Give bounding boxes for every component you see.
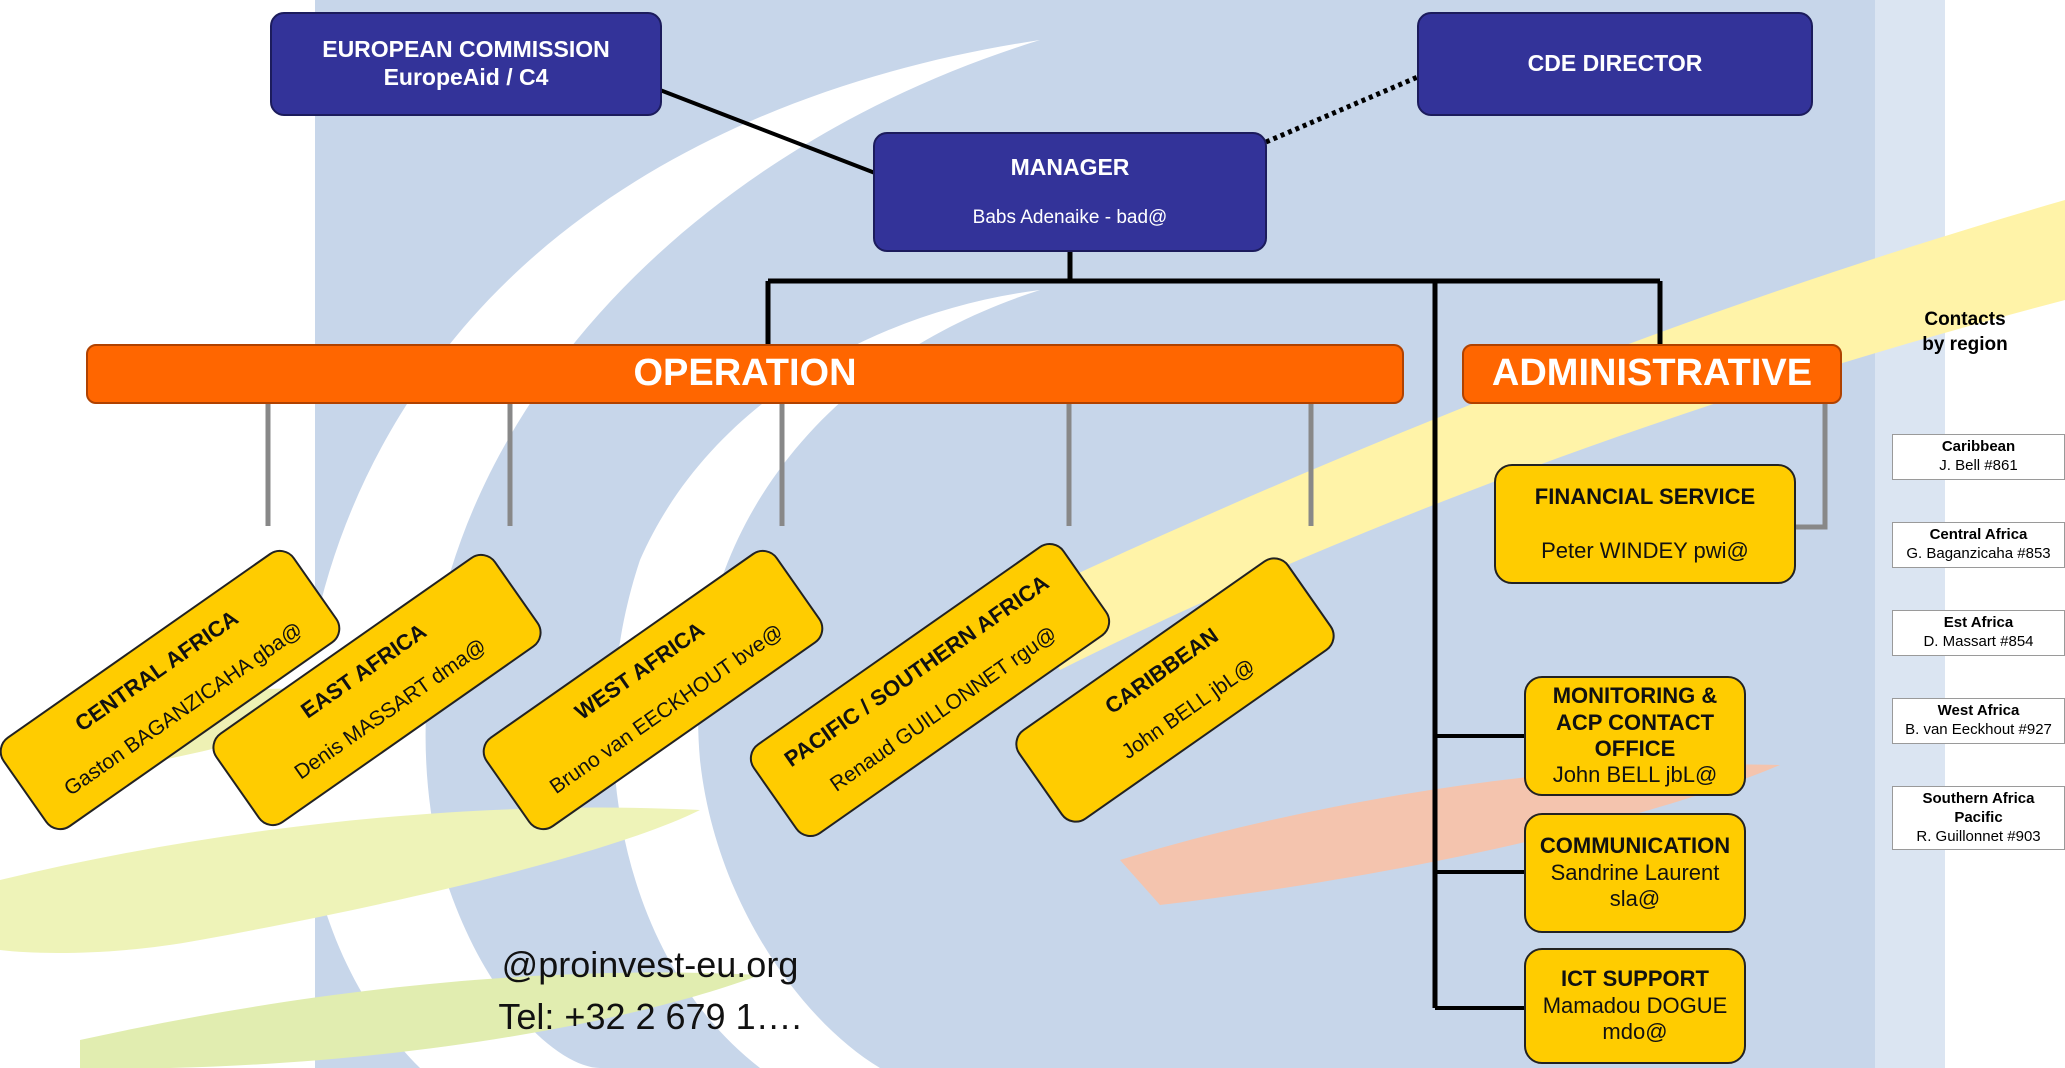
contact-region: Southern Africa [1922, 790, 2035, 807]
contacts-title-line1: Contacts [1924, 309, 2006, 330]
contact-person: B. van Eeckhout #927 [1905, 720, 2052, 738]
footer-email-domain: @proinvest-eu.org [501, 944, 799, 985]
contact-region: West Africa [1937, 702, 2020, 719]
contact-person: R. Guillonnet #903 [1916, 827, 2041, 845]
unit-contact-email: sla@ [1609, 886, 1661, 912]
ec-title: EUROPEAN COMMISSION [322, 36, 610, 63]
director-title: CDE DIRECTOR [1527, 50, 1703, 77]
unit-contact-email: mdo@ [1602, 1019, 1668, 1045]
manager-title: MANAGER [1010, 153, 1130, 180]
european-commission-box: EUROPEAN COMMISSION EuropeAid / C4 [270, 12, 662, 116]
contact-person: J. Bell #861 [1939, 456, 2018, 474]
ict-support-box: ICT SUPPORT Mamadou DOGUE mdo@ [1524, 948, 1746, 1064]
unit-contact-name: Sandrine Laurent [1550, 859, 1720, 885]
unit-contact: Peter WINDEY pwi@ [1541, 538, 1749, 563]
financial-service-box: FINANCIAL SERVICE Peter WINDEY pwi@ [1494, 464, 1796, 584]
contact-card-southern-africa-pacific: Southern Africa Pacific R. Guillonnet #9… [1892, 786, 2065, 851]
contact-region: Caribbean [1941, 438, 2016, 455]
contact-region: Est Africa [1943, 614, 2014, 631]
administrative-bar: ADMINISTRATIVE [1462, 344, 1842, 404]
unit-title-line1: MONITORING & [1552, 683, 1718, 709]
unit-contact: John BELL jbL@ [1552, 762, 1718, 788]
monitoring-box: MONITORING & ACP CONTACT OFFICE John BEL… [1524, 676, 1746, 796]
unit-title-line3: OFFICE [1594, 736, 1676, 761]
ec-subtitle: EuropeAid / C4 [383, 64, 549, 90]
contact-person: D. Massart #854 [1923, 632, 2034, 650]
unit-title: ICT SUPPORT [1561, 966, 1709, 992]
contact-card-west-africa: West Africa B. van Eeckhout #927 [1892, 698, 2065, 744]
manager-name: Babs Adenaike - bad@ [972, 207, 1168, 229]
communication-box: COMMUNICATION Sandrine Laurent sla@ [1524, 813, 1746, 933]
contact-region-2: Pacific [1954, 808, 2003, 826]
unit-title-line2: ACP CONTACT [1555, 709, 1715, 735]
contact-card-east-africa: Est Africa D. Massart #854 [1892, 610, 2065, 656]
footer-telephone: Tel: +32 2 679 1…. [498, 996, 802, 1037]
unit-contact-name: Mamadou DOGUE [1542, 992, 1728, 1018]
contact-card-central-africa: Central Africa G. Baganzicaha #853 [1892, 522, 2065, 568]
contacts-title: Contacts by region [1880, 308, 2050, 357]
administrative-label: ADMINISTRATIVE [1491, 352, 1813, 395]
unit-title: FINANCIAL SERVICE [1534, 483, 1756, 509]
contacts-title-line2: by region [1922, 333, 2008, 355]
operation-label: OPERATION [633, 352, 857, 395]
manager-box: MANAGER Babs Adenaike - bad@ [873, 132, 1267, 252]
contact-person: G. Baganzicaha #853 [1906, 544, 2051, 562]
cde-director-box: CDE DIRECTOR [1417, 12, 1813, 116]
contact-card-caribbean: Caribbean J. Bell #861 [1892, 434, 2065, 480]
unit-title: COMMUNICATION [1539, 833, 1731, 859]
operation-bar: OPERATION [86, 344, 1404, 404]
contact-region: Central Africa [1929, 526, 2028, 543]
